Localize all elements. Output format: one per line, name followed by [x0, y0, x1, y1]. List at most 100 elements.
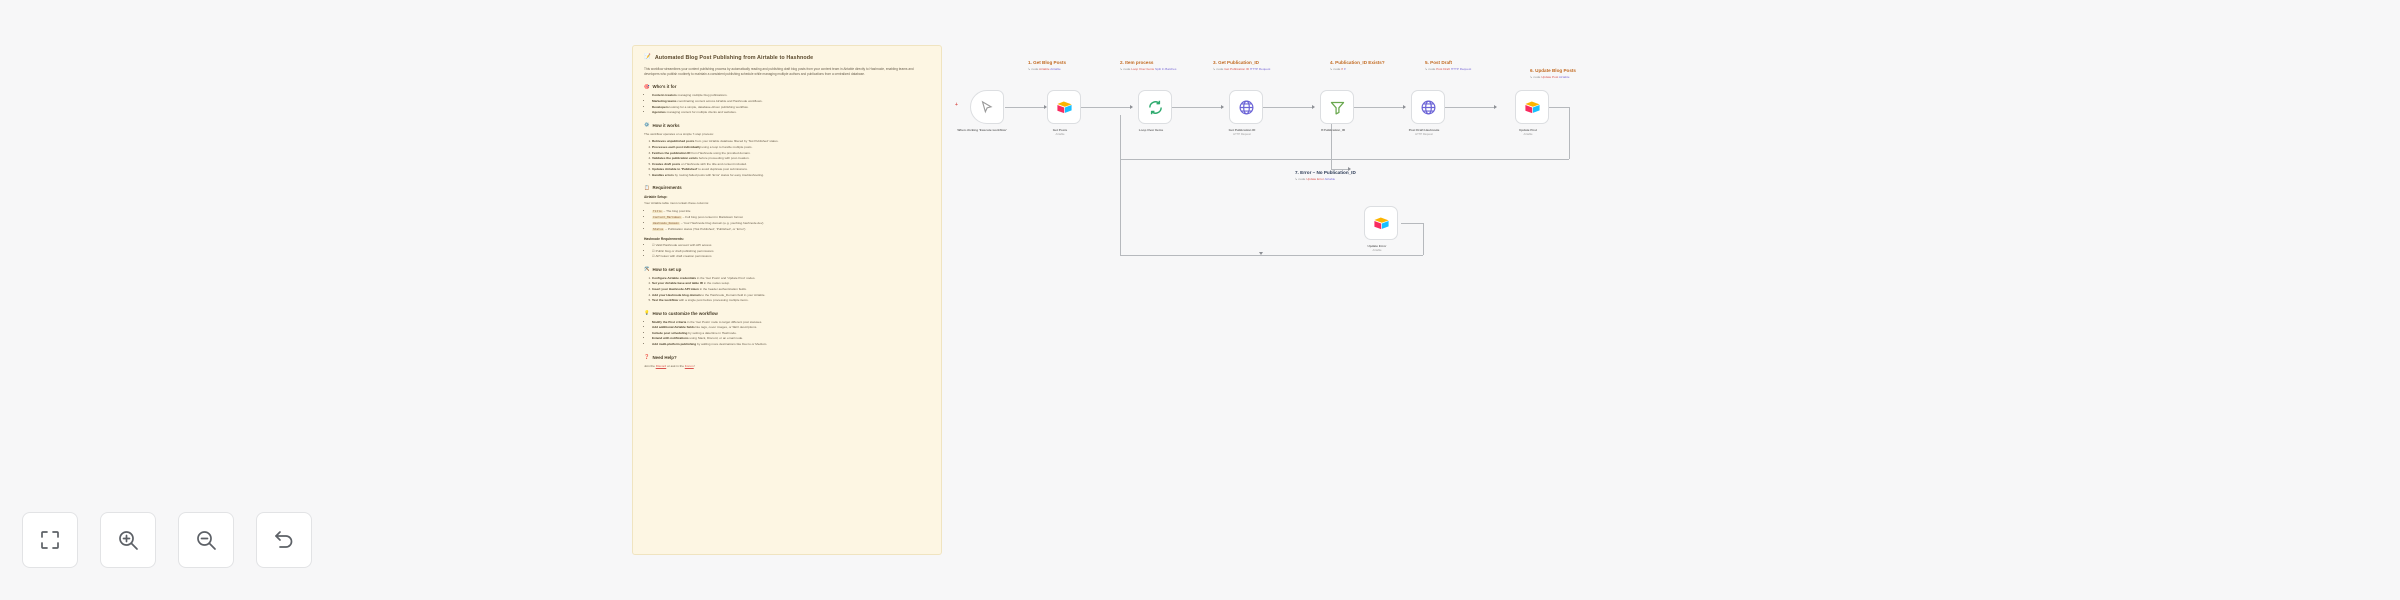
- undo-icon: [275, 531, 293, 548]
- node-label-update-post: Update Post: [1518, 128, 1538, 132]
- lightbulb-icon: 💡: [644, 310, 650, 316]
- section-heading-text: How it works: [652, 122, 680, 128]
- zoom-in-icon: [119, 531, 138, 550]
- whos-it-for-list: Content creators managing multiple blog …: [652, 93, 930, 115]
- how-to-set-up-list: Configure Airtable credentials in the 'G…: [652, 276, 930, 303]
- section-heading-text: Requirements: [652, 185, 682, 191]
- list-item: Include post scheduling by setting a dat…: [652, 331, 930, 336]
- edge-error-up: [1120, 159, 1121, 255]
- need-help-text: Join the Discord or ask in the Forum!: [644, 363, 695, 368]
- step-label-6: 6. Update Blog Posts: [1530, 68, 1576, 73]
- discord-link[interactable]: Discord: [655, 363, 667, 368]
- gear-icon: ⚙️: [644, 122, 650, 128]
- step-sublabel-3: ↳ node Get Publication ID HTTP Request: [1213, 67, 1271, 71]
- list-item: Handles errors by routing failed posts w…: [652, 173, 930, 178]
- list-item: Set your Airtable base and table ID in t…: [652, 281, 930, 286]
- section-heading-need-help: ❓ Need Help?: [644, 354, 930, 360]
- list-item: Status – Publication status ('Not Publis…: [652, 227, 930, 233]
- section-heading-text: How to set up: [652, 266, 682, 272]
- workflow-diagram[interactable]: 1. Get Blog Posts ↳ node Airtable Airtab…: [955, 60, 2160, 320]
- hashnode-requirements-list: ☑ Valid Hashnode account with API access…: [652, 243, 930, 259]
- zoom-out-button[interactable]: [178, 512, 234, 568]
- step-label-4: 4. Publication_ID Exists?: [1330, 60, 1385, 65]
- edge-getposts-to-loop: [1081, 107, 1131, 108]
- edge-updatepost-out: [1549, 107, 1569, 108]
- section-heading-how-to-set-up: 🛠️ How to set up: [644, 266, 930, 272]
- node-get-posts[interactable]: [1047, 90, 1081, 124]
- node-loop-over-items[interactable]: [1138, 90, 1172, 124]
- edge-if-false-across: [1331, 169, 1349, 170]
- loop-icon: [1148, 100, 1162, 114]
- sticky-note[interactable]: 📝 Automated Blog Post Publishing from Ai…: [632, 45, 942, 555]
- node-label-loop-over-items: Loop Over Items: [1138, 128, 1164, 132]
- edge-error-across: [1120, 255, 1423, 256]
- sticky-note-title: 📝 Automated Blog Post Publishing from Ai…: [644, 54, 930, 61]
- airtable-setup-heading: Airtable Setup:: [644, 194, 668, 199]
- node-update-error[interactable]: [1364, 206, 1398, 240]
- edge-trigger-to-getposts: [1005, 107, 1045, 108]
- list-item: Content_Markdown – Full blog post conten…: [652, 215, 930, 221]
- arrow-icon: [1403, 105, 1406, 109]
- node-label-get-publication-id: Get Publication ID: [1228, 128, 1256, 132]
- list-item: Updates Airtable to 'Published' to avoid…: [652, 167, 930, 172]
- add-node-plus-icon[interactable]: +: [955, 102, 958, 108]
- airtable-setup-subtext: Your Airtable table must contain these c…: [644, 200, 710, 205]
- reset-zoom-button[interactable]: [256, 512, 312, 568]
- sticky-note-intro: This workflow streamlines your content p…: [644, 67, 914, 76]
- edge-error-out: [1401, 223, 1423, 224]
- node-if-publication-id[interactable]: [1320, 90, 1354, 124]
- globe-icon: [1239, 100, 1253, 114]
- filter-icon: [1330, 101, 1344, 115]
- step-label-2: 2. Item process: [1120, 60, 1154, 65]
- fit-to-view-button[interactable]: [22, 512, 78, 568]
- step-sublabel-1: ↳ node Airtable Airtable: [1028, 67, 1061, 71]
- edge-updatepost-down: [1569, 107, 1570, 159]
- edge-loop-to-getpubid: [1167, 107, 1222, 108]
- list-item: Add multi-platform publishing by adding …: [652, 342, 930, 347]
- sticky-note-title-text: Automated Blog Post Publishing from Airt…: [654, 55, 814, 61]
- node-update-post[interactable]: [1515, 90, 1549, 124]
- node-when-clicking-execute-workflow[interactable]: [970, 90, 1004, 124]
- section-heading-how-to-customize: 💡 How to customize the workflow: [644, 310, 930, 316]
- list-item: ☑ API token with draft creation permissi…: [652, 254, 930, 259]
- node-sublabel-get-posts: Airtable: [1055, 133, 1065, 136]
- arrow-icon: [1221, 105, 1224, 109]
- airtable-icon: [1056, 100, 1072, 113]
- list-item: Title – The blog post title: [652, 209, 930, 215]
- how-it-works-list: Retrieves unpublished posts from your Ai…: [652, 139, 930, 178]
- list-item: Marketing teams coordinating content acr…: [652, 99, 930, 104]
- zoom-out-icon: [197, 531, 216, 550]
- list-item: Hashnode_Domain – Your Hashnode blog dom…: [652, 221, 930, 227]
- step-label-3: 3. Get Publication_ID: [1213, 60, 1259, 65]
- section-heading-requirements: 📋 Requirements: [644, 185, 930, 191]
- zoom-in-button[interactable]: [100, 512, 156, 568]
- list-item: Insert your Hashnode API token in the he…: [652, 287, 930, 292]
- section-heading-text: Who's it for: [652, 84, 677, 90]
- node-label-trigger: When clicking 'Execute workflow': [957, 128, 1007, 132]
- node-post-draft[interactable]: [1411, 90, 1445, 124]
- zoom-toolbar[interactable]: [22, 512, 312, 568]
- list-item: Validates the publication exists before …: [652, 156, 930, 161]
- list-item: ☑ Valid Hashnode account with API access: [652, 243, 930, 248]
- customize-list: Modify the Post criteria in the 'Get Pos…: [652, 320, 930, 347]
- how-it-works-subtext: The workflow operates on a simple 7-step…: [644, 131, 714, 136]
- list-item: Retrieves unpublished posts from your Ai…: [652, 139, 930, 144]
- list-item: Creates draft posts on Hashnode with the…: [652, 162, 930, 167]
- list-item: Test the workflow with a single post bef…: [652, 298, 930, 303]
- arrow-icon: [1259, 252, 1263, 255]
- edge-getpubid-to-if: [1258, 107, 1313, 108]
- cursor-click-icon: [981, 100, 992, 113]
- fit-screen-icon: [41, 531, 59, 549]
- node-label-get-posts: Get Posts: [1052, 128, 1068, 132]
- step-sublabel-2: ↳ node Loop Over Items Split In Batches: [1120, 67, 1177, 71]
- list-item: Add your Hashnode blog domain to the Has…: [652, 293, 930, 298]
- list-item: Extend with notifications using Slack, D…: [652, 336, 930, 341]
- hashnode-requirements-heading: Hashnode Requirements:: [644, 237, 684, 242]
- node-get-publication-id[interactable]: [1229, 90, 1263, 124]
- list-item: Processes each post individually using a…: [652, 145, 930, 150]
- forum-link[interactable]: Forum: [684, 363, 694, 368]
- target-icon: 🎯: [644, 83, 650, 89]
- node-sublabel-post-draft: HTTP Request: [1415, 133, 1433, 136]
- airtable-icon: [1373, 216, 1389, 229]
